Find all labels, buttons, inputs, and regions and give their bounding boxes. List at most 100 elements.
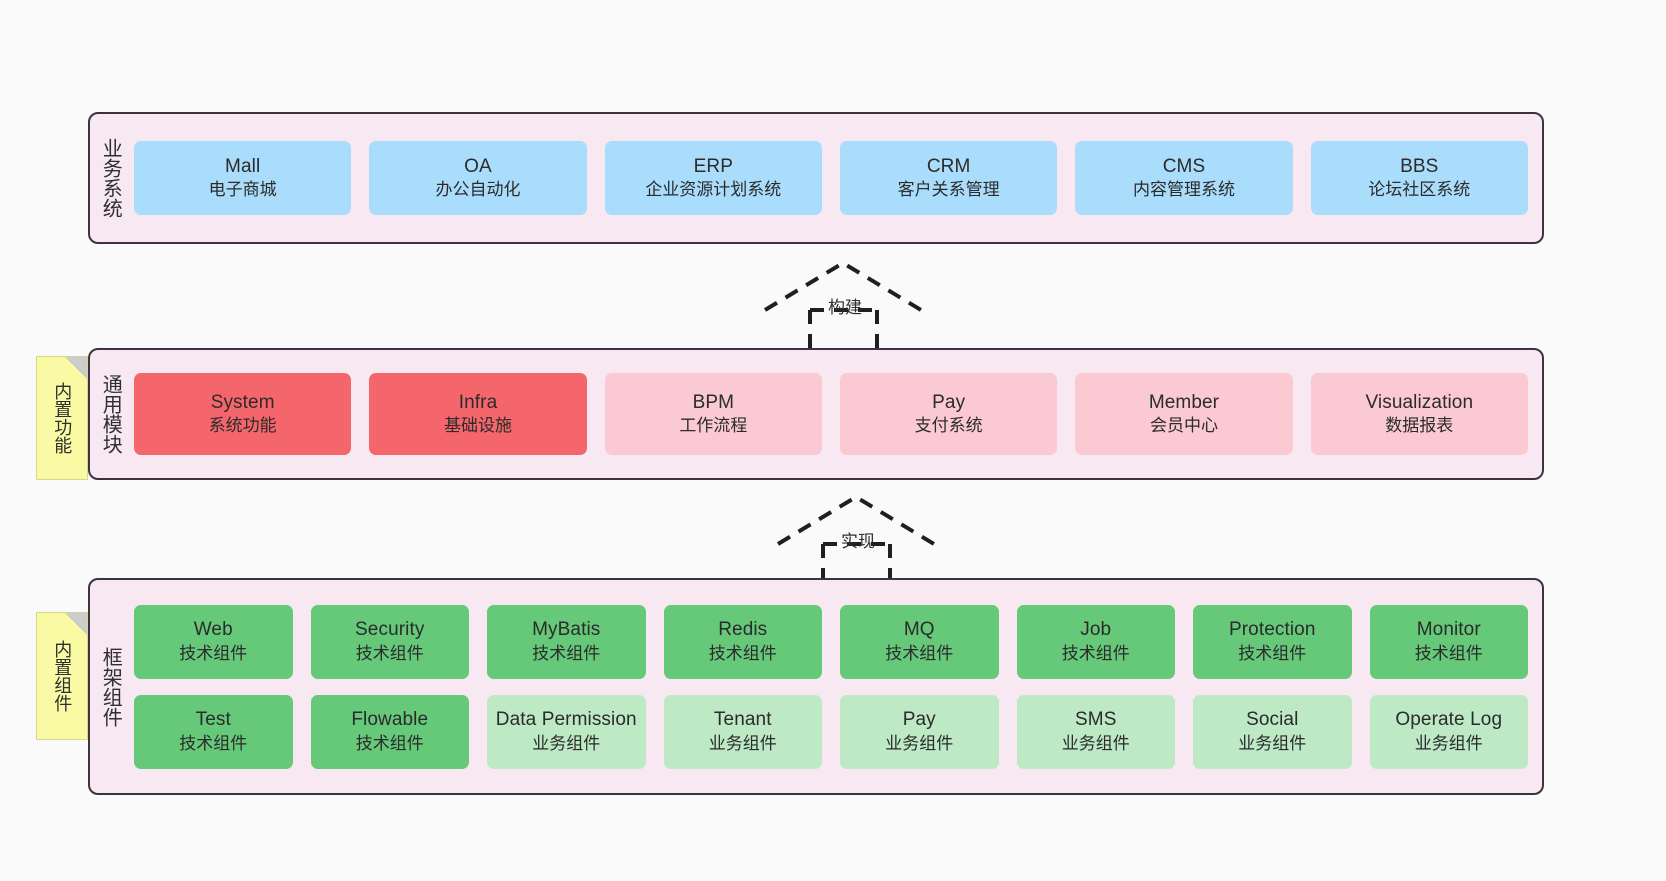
card-subtitle: 基础设施	[443, 416, 512, 436]
card-subtitle: 技术组件	[885, 643, 954, 663]
card-cms[interactable]: CMS 内容管理系统	[1075, 141, 1293, 215]
card-subtitle: 技术组件	[1061, 643, 1130, 663]
card-row: Web 技术组件 Security 技术组件 MyBatis 技术组件 Redi…	[134, 604, 1528, 679]
card-title: CMS	[1162, 155, 1206, 177]
card-flowable[interactable]: Flowable 技术组件	[310, 694, 469, 769]
card-title: Redis	[718, 619, 768, 641]
card-bpm[interactable]: BPM 工作流程	[604, 373, 822, 455]
card-monitor[interactable]: Monitor 技术组件	[1369, 604, 1528, 679]
card-subtitle: 业务组件	[1061, 733, 1130, 753]
card-title: Flowable	[351, 709, 429, 731]
card-title: OA	[464, 155, 492, 177]
note-builtin-function: 内置功能	[36, 356, 88, 480]
note-fold-corner-icon	[65, 613, 87, 635]
card-subtitle: 业务组件	[532, 733, 601, 753]
card-sms[interactable]: SMS 业务组件	[1016, 694, 1175, 769]
connector-label-implement: 实现	[841, 532, 875, 551]
card-web[interactable]: Web 技术组件	[134, 604, 293, 679]
card-subtitle: 技术组件	[179, 643, 248, 663]
card-erp[interactable]: ERP 企业资源计划系统	[604, 141, 822, 215]
layer-body-framework: Web 技术组件 Security 技术组件 MyBatis 技术组件 Redi…	[130, 580, 1542, 793]
card-title: Mall	[225, 155, 261, 177]
card-title: Operate Log	[1395, 709, 1503, 731]
card-title: Member	[1148, 391, 1220, 413]
card-subtitle: 技术组件	[1238, 643, 1307, 663]
card-pay-component[interactable]: Pay 业务组件	[840, 694, 999, 769]
card-system[interactable]: System 系统功能	[134, 373, 352, 455]
card-subtitle: 技术组件	[708, 643, 777, 663]
card-subtitle: 数据报表	[1385, 416, 1454, 436]
card-data-permission[interactable]: Data Permission 业务组件	[487, 694, 646, 769]
card-subtitle: 电子商城	[208, 180, 277, 200]
layer-business-systems: 业务系统 Mall 电子商城 OA 办公自动化 ERP 企业资源计划系统 CRM…	[88, 112, 1544, 244]
card-subtitle: 技术组件	[1414, 643, 1483, 663]
card-tenant[interactable]: Tenant 业务组件	[663, 694, 822, 769]
card-subtitle: 内容管理系统	[1132, 180, 1235, 200]
card-row: Test 技术组件 Flowable 技术组件 Data Permission …	[134, 694, 1528, 769]
card-subtitle: 业务组件	[708, 733, 777, 753]
card-title: Monitor	[1416, 619, 1481, 641]
card-subtitle: 支付系统	[914, 416, 983, 436]
card-mybatis[interactable]: MyBatis 技术组件	[487, 604, 646, 679]
layer-body-modules: System 系统功能 Infra 基础设施 BPM 工作流程 Pay 支付系统…	[130, 350, 1542, 478]
card-title: ERP	[693, 155, 733, 177]
card-row: System 系统功能 Infra 基础设施 BPM 工作流程 Pay 支付系统…	[134, 373, 1528, 455]
card-crm[interactable]: CRM 客户关系管理	[839, 141, 1058, 215]
card-title: Security	[355, 619, 425, 641]
note-text: 内置功能	[52, 382, 73, 454]
connector-build: 构建	[755, 255, 935, 355]
card-infra[interactable]: Infra 基础设施	[369, 373, 587, 455]
card-visualization[interactable]: Visualization 数据报表	[1310, 373, 1528, 455]
card-mall[interactable]: Mall 电子商城	[134, 141, 352, 215]
card-title: Web	[193, 619, 233, 641]
card-subtitle: 业务组件	[1414, 733, 1483, 753]
layer-label-framework: 框架组件	[99, 646, 122, 727]
note-text: 内置组件	[52, 640, 73, 712]
card-title: Social	[1246, 709, 1299, 731]
card-row: Mall 电子商城 OA 办公自动化 ERP 企业资源计划系统 CRM 客户关系…	[134, 141, 1528, 215]
card-title: MQ	[903, 619, 935, 641]
card-subtitle: 技术组件	[355, 733, 424, 753]
card-title: Infra	[458, 391, 498, 413]
card-job[interactable]: Job 技术组件	[1016, 604, 1175, 679]
card-title: SMS	[1075, 709, 1117, 731]
card-title: BBS	[1400, 155, 1439, 177]
note-fold-corner-icon	[65, 357, 87, 379]
card-subtitle: 系统功能	[208, 416, 277, 436]
card-subtitle: 办公自动化	[435, 180, 521, 200]
card-pay-module[interactable]: Pay 支付系统	[839, 373, 1058, 455]
card-protection[interactable]: Protection 技术组件	[1193, 604, 1352, 679]
card-subtitle: 业务组件	[885, 733, 954, 753]
card-title: CRM	[926, 155, 971, 177]
card-title: Tenant	[713, 709, 772, 731]
card-subtitle: 客户关系管理	[897, 180, 1000, 200]
layer-framework-components: 框架组件 Web 技术组件 Security 技术组件 MyBatis 技术组件…	[88, 578, 1544, 795]
card-security[interactable]: Security 技术组件	[310, 604, 469, 679]
layer-common-modules: 通用模块 System 系统功能 Infra 基础设施 BPM 工作流程 Pay…	[88, 348, 1544, 480]
card-redis[interactable]: Redis 技术组件	[663, 604, 822, 679]
card-member[interactable]: Member 会员中心	[1075, 373, 1293, 455]
connector-implement: 实现	[768, 489, 948, 589]
card-subtitle: 工作流程	[679, 416, 748, 436]
card-title: System	[210, 391, 275, 413]
card-test[interactable]: Test 技术组件	[134, 694, 293, 769]
card-operate-log[interactable]: Operate Log 业务组件	[1369, 694, 1528, 769]
card-title: Pay	[932, 391, 966, 413]
card-title: Pay	[902, 709, 936, 731]
card-title: Test	[195, 709, 231, 731]
card-bbs[interactable]: BBS 论坛社区系统	[1310, 141, 1528, 215]
card-subtitle: 论坛社区系统	[1368, 180, 1471, 200]
layer-body-business: Mall 电子商城 OA 办公自动化 ERP 企业资源计划系统 CRM 客户关系…	[130, 114, 1542, 242]
card-subtitle: 会员中心	[1149, 416, 1218, 436]
card-title: Data Permission	[495, 709, 637, 731]
card-title: Protection	[1228, 619, 1316, 641]
card-title: MyBatis	[532, 619, 601, 641]
card-subtitle: 技术组件	[532, 643, 601, 663]
note-builtin-component: 内置组件	[36, 612, 88, 740]
card-social[interactable]: Social 业务组件	[1193, 694, 1352, 769]
card-mq[interactable]: MQ 技术组件	[840, 604, 999, 679]
layer-label-modules: 通用模块	[99, 374, 122, 454]
card-title: BPM	[692, 391, 735, 413]
card-oa[interactable]: OA 办公自动化	[369, 141, 587, 215]
